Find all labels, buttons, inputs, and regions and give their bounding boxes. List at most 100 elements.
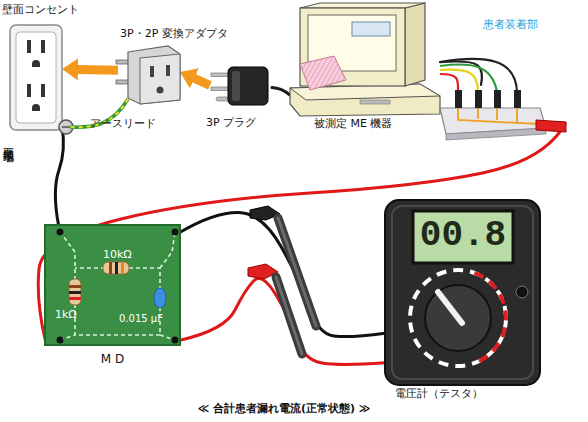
monitor-side bbox=[405, 3, 425, 86]
dial-knob bbox=[425, 285, 491, 351]
board-trace bbox=[160, 232, 175, 268]
plug-highlight bbox=[232, 71, 240, 101]
voltmeter: 00.8電圧計（テスタ） bbox=[385, 200, 540, 385]
outlet-slot bbox=[41, 84, 45, 97]
capacitor-symbol bbox=[154, 288, 166, 308]
terminal-label: 壁面接地端子 bbox=[1, 138, 14, 144]
monitor-screen bbox=[308, 15, 396, 71]
shorting-wire bbox=[477, 108, 479, 119]
test-wire bbox=[272, 88, 290, 96]
board-trace bbox=[60, 335, 75, 340]
resistor-band bbox=[121, 262, 124, 274]
adapter-slot bbox=[166, 65, 170, 76]
monitor-front bbox=[300, 8, 405, 86]
component-value: 0.015 μF bbox=[119, 313, 163, 325]
ground-terminal-screw bbox=[59, 120, 73, 134]
terminal bbox=[172, 337, 179, 344]
resistor-band bbox=[69, 297, 81, 300]
board-trace bbox=[160, 335, 175, 340]
adapter-ground-hole bbox=[157, 87, 164, 94]
lcd-display bbox=[413, 211, 513, 263]
block-arrow bbox=[77, 65, 118, 75]
meter-jack bbox=[516, 286, 528, 298]
resistor-symbol bbox=[103, 262, 129, 274]
outlet-ground-hole bbox=[32, 104, 40, 111]
test-wire bbox=[180, 278, 385, 364]
dial-scale bbox=[410, 270, 506, 366]
plug-body bbox=[228, 67, 268, 105]
meter-body bbox=[385, 200, 540, 385]
resistor-band bbox=[109, 262, 112, 274]
electrode-connector bbox=[494, 90, 501, 108]
outlet-slot bbox=[27, 40, 31, 53]
patient-applied-part: 患者装着部 bbox=[445, 85, 565, 135]
applied-part-edge bbox=[446, 128, 546, 140]
outlet-plate bbox=[10, 25, 62, 130]
lead-label: アースリード bbox=[90, 118, 156, 131]
part-label: 被測定 ME 機器 bbox=[314, 118, 392, 131]
terminal bbox=[57, 229, 64, 236]
part-label: 患者装着部 bbox=[483, 19, 538, 32]
terminal bbox=[57, 337, 64, 344]
md-board: M D10kΩ1kΩ0.015 μF bbox=[45, 225, 180, 345]
probe-body bbox=[278, 218, 316, 326]
test-wire bbox=[38, 124, 565, 339]
screen-panel bbox=[352, 22, 390, 36]
meter-label: 電圧計（テスタ） bbox=[395, 388, 483, 401]
meter-bezel bbox=[392, 206, 533, 379]
adapter: 3P・2P 変換アダプタ bbox=[118, 45, 180, 105]
outlet-ground-hole bbox=[32, 60, 40, 67]
block-arrow bbox=[194, 78, 211, 85]
adapter-face bbox=[140, 54, 180, 104]
part-label: 壁面コンセント bbox=[2, 4, 79, 17]
device-slot bbox=[360, 100, 390, 104]
electrode-connector bbox=[514, 90, 521, 108]
outlet-face bbox=[16, 32, 56, 123]
plug-prong bbox=[211, 73, 229, 77]
adapter-slot bbox=[150, 66, 154, 77]
resistor-band bbox=[69, 285, 81, 288]
device-base-top bbox=[290, 84, 440, 100]
dial-pointer bbox=[438, 292, 462, 323]
alligator-clip bbox=[536, 120, 566, 132]
component-value: 1kΩ bbox=[55, 309, 77, 322]
part-label: 3P・2P 変換アダプタ bbox=[120, 28, 228, 41]
resistor-band bbox=[115, 262, 118, 274]
resistor-band bbox=[69, 291, 81, 294]
me-device: 被測定 ME 機器 bbox=[290, 5, 440, 115]
electrode-connector bbox=[455, 90, 462, 108]
probe-clip bbox=[248, 264, 278, 279]
shorting-wire bbox=[516, 108, 518, 122]
test-wire bbox=[440, 62, 482, 85]
probe-highlight bbox=[278, 218, 316, 326]
resistor-symbol bbox=[69, 279, 81, 305]
dial-range bbox=[474, 273, 506, 363]
md-board bbox=[45, 225, 180, 345]
outlet-slot bbox=[41, 40, 45, 53]
probe-highlight bbox=[276, 277, 302, 354]
device-base bbox=[290, 84, 440, 116]
patient-lead bbox=[440, 64, 497, 92]
adapter-prong bbox=[116, 60, 130, 64]
shorting-wire bbox=[496, 108, 498, 120]
patient-lead bbox=[440, 59, 517, 92]
lcd-reading: 00.8 bbox=[413, 215, 513, 256]
component-value: 10kΩ bbox=[103, 249, 132, 262]
figure-caption: ≪ 合計患者漏れ電流(正常状態) ≫ bbox=[0, 403, 578, 416]
screw-slot bbox=[62, 126, 70, 128]
monitor-top bbox=[300, 3, 425, 8]
probe-clip bbox=[250, 206, 280, 220]
keyboard bbox=[300, 56, 346, 90]
applied-part-plate bbox=[440, 108, 546, 134]
test-wire bbox=[55, 127, 63, 225]
plug: 3P プラグ bbox=[210, 65, 272, 110]
probe-body bbox=[276, 277, 302, 354]
patient-lead bbox=[440, 70, 478, 92]
adapter-body bbox=[128, 46, 180, 104]
electrode-connector bbox=[475, 90, 482, 108]
plug-ground-pin bbox=[216, 97, 229, 101]
terminal bbox=[172, 229, 179, 236]
